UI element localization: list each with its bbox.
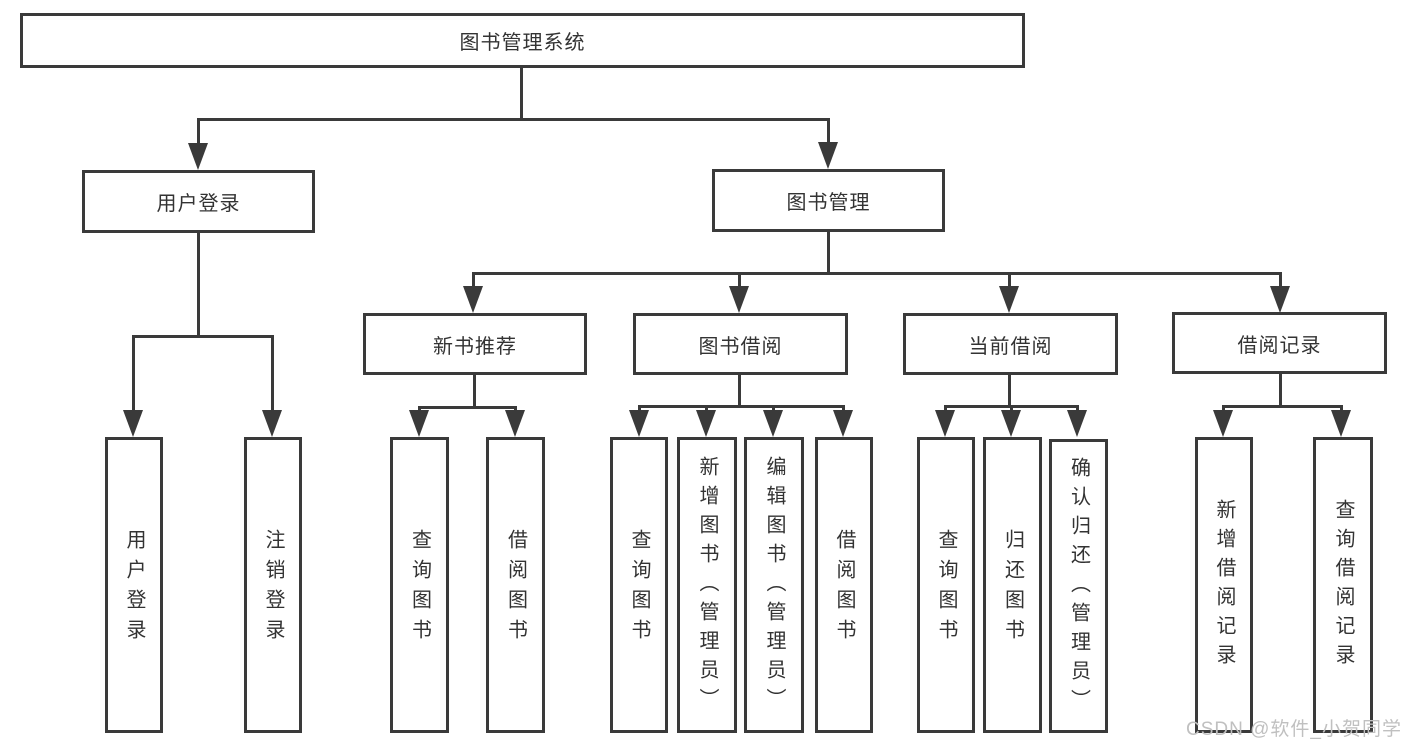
arrowhead-bb-query (629, 410, 649, 437)
connector-current-borrow-stem (1008, 375, 1011, 408)
arrowhead-leaf-login (123, 410, 143, 437)
node-book-management-label: 图书管理 (786, 192, 871, 214)
leaf-user-login-label: 用户登录 (123, 529, 145, 649)
node-root-label: 图书管理系统 (459, 32, 586, 54)
node-user-login-label: 用户登录 (156, 193, 241, 215)
node-borrowing-records: 借阅记录 (1172, 312, 1387, 374)
leaf-newbook-query-books: 查询图书 (390, 437, 449, 733)
leaf-borrow-books-label: 借阅图书 (833, 529, 855, 649)
connector-user-login-branch (132, 335, 274, 338)
connector-to-book-mgmt (827, 118, 830, 152)
arrowhead-br-query (1331, 410, 1351, 437)
leaf-borrow-query-books-label: 查询图书 (628, 529, 650, 649)
leaf-current-query-books-label: 查询图书 (935, 529, 957, 649)
connector-book-mgmt-stem (827, 232, 830, 273)
leaf-confirm-return-admin-label: 确认归还（管理员） (1067, 456, 1090, 718)
leaf-query-borrow-record: 查询借阅记录 (1313, 437, 1373, 733)
leaf-add-books-admin: 新增图书（管理员） (677, 437, 737, 733)
arrowhead-nb-query (409, 410, 429, 437)
leaf-return-books: 归还图书 (983, 437, 1042, 733)
connector-to-borrow-record (1279, 272, 1282, 287)
connector-to-leaf-logout (271, 335, 274, 413)
leaf-edit-books-admin-label: 编辑图书（管理员） (763, 455, 785, 717)
node-book-borrowing-label: 图书借阅 (698, 335, 783, 358)
arrowhead-borrow-record (1270, 286, 1290, 313)
arrowhead-cb-confirm (1067, 410, 1087, 437)
connector-to-current-borrow (1008, 272, 1011, 287)
node-current-borrowing: 当前借阅 (903, 313, 1118, 375)
connector-new-book-stem (473, 375, 476, 409)
leaf-newbook-borrow-books: 借阅图书 (486, 437, 545, 733)
connector-borrow-record-stem (1279, 374, 1282, 408)
connector-book-mgmt-branch (472, 272, 1282, 275)
node-user-login: 用户登录 (82, 170, 315, 233)
leaf-current-query-books: 查询图书 (917, 437, 975, 733)
leaf-query-borrow-record-label: 查询借阅记录 (1332, 499, 1354, 673)
connector-root-branch (197, 118, 830, 121)
arrowhead-user-login (188, 143, 208, 170)
leaf-add-borrow-record: 新增借阅记录 (1195, 437, 1253, 733)
arrowhead-br-add (1213, 410, 1233, 437)
arrowhead-leaf-logout (262, 410, 282, 437)
node-new-book-recommend-label: 新书推荐 (433, 335, 517, 358)
node-root-library-system: 图书管理系统 (20, 13, 1025, 68)
node-borrowing-records-label: 借阅记录 (1237, 334, 1322, 357)
arrowhead-bb-edit (763, 410, 783, 437)
arrowhead-bb-borrow (833, 410, 853, 437)
node-current-borrowing-label: 当前借阅 (968, 335, 1053, 358)
node-new-book-recommend: 新书推荐 (363, 313, 587, 375)
node-book-management: 图书管理 (712, 169, 945, 232)
leaf-logout: 注销登录 (244, 437, 302, 733)
leaf-return-books-label: 归还图书 (1001, 529, 1024, 649)
arrowhead-book-borrow (729, 286, 749, 313)
leaf-user-login: 用户登录 (105, 437, 163, 733)
arrowhead-new-book (463, 286, 483, 313)
connector-to-book-borrow (738, 272, 741, 287)
connector-book-borrow-stem (738, 375, 741, 408)
leaf-borrow-books: 借阅图书 (815, 437, 873, 733)
arrowhead-current-borrow (999, 286, 1019, 313)
connector-borrow-record-branch (1222, 405, 1343, 408)
node-book-borrowing: 图书借阅 (633, 313, 848, 375)
connector-to-leaf-login (132, 335, 135, 413)
arrowhead-bb-add (696, 410, 716, 437)
leaf-add-borrow-record-label: 新增借阅记录 (1213, 499, 1235, 673)
leaf-logout-label: 注销登录 (262, 529, 284, 649)
arrowhead-nb-borrow (505, 410, 525, 437)
arrowhead-cb-query (935, 410, 955, 437)
connector-user-login-stem (197, 233, 200, 335)
leaf-newbook-borrow-books-label: 借阅图书 (504, 529, 527, 649)
connector-to-new-book (472, 272, 475, 287)
csdn-watermark: CSDN @软件_小贺同学 (1186, 719, 1402, 740)
leaf-edit-books-admin: 编辑图书（管理员） (744, 437, 804, 733)
connector-new-book-branch (418, 406, 517, 409)
leaf-add-books-admin-label: 新增图书（管理员） (696, 455, 718, 717)
connector-to-user-login (197, 118, 200, 152)
connector-book-borrow-branch (638, 405, 845, 408)
leaf-borrow-query-books: 查询图书 (610, 437, 668, 733)
leaf-newbook-query-books-label: 查询图书 (408, 529, 431, 649)
arrowhead-book-mgmt (818, 142, 838, 169)
connector-root-stem (520, 68, 523, 118)
leaf-confirm-return-admin: 确认归还（管理员） (1049, 439, 1108, 733)
arrowhead-cb-return (1001, 410, 1021, 437)
